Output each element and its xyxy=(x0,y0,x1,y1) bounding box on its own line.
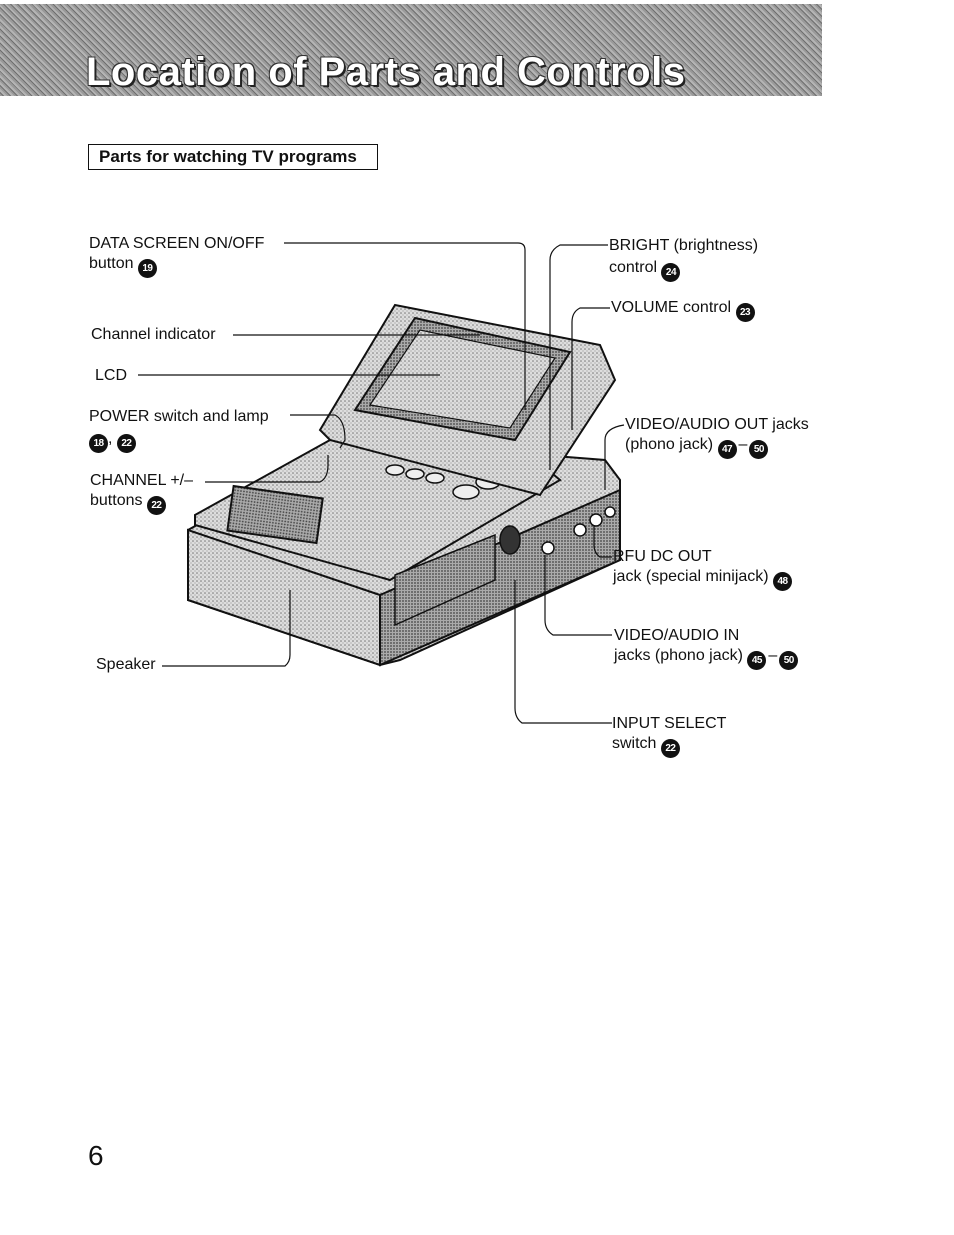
ref-separator: , xyxy=(108,430,113,447)
power-label: POWER switch and lamp 18, 22 xyxy=(89,407,269,453)
ref-badge: 22 xyxy=(660,739,680,758)
va-out-line2: (phono jack) xyxy=(625,436,714,453)
data-screen-line1: DATA SCREEN ON/OFF xyxy=(89,235,265,252)
channel-indicator-label: Channel indicator xyxy=(91,326,216,343)
ref-badge: 48 xyxy=(773,572,793,591)
va-out-line1: VIDEO/AUDIO OUT jacks xyxy=(625,416,809,433)
channel-buttons-line2: buttons xyxy=(90,492,143,509)
va-out-label: VIDEO/AUDIO OUT jacks (phono jack) 47–50 xyxy=(625,415,809,459)
rfu-label: RFU DC OUT jack (special minijack) 48 xyxy=(613,547,793,591)
lcd-lid xyxy=(318,303,617,497)
ref-badge: 18 xyxy=(89,434,108,453)
data-screen-label: DATA SCREEN ON/OFF button 19 xyxy=(89,234,264,278)
bright-line2: control xyxy=(609,259,658,276)
page-number: 6 xyxy=(88,1140,104,1171)
ref-badge: 50 xyxy=(779,651,799,670)
data-screen-line2: button xyxy=(89,255,134,272)
rfu-line2: jack (special minijack) xyxy=(613,568,769,585)
ref-badge: 24 xyxy=(661,263,681,282)
device-body xyxy=(187,438,621,667)
ref-badge: 50 xyxy=(749,440,769,459)
bright-label: BRIGHT (brightness) control 24 xyxy=(609,236,758,282)
input-select-line2: switch xyxy=(612,735,657,752)
va-in-line2: jacks (phono jack) xyxy=(614,647,743,664)
leader-lines xyxy=(138,242,625,724)
input-select-line1: INPUT SELECT xyxy=(612,715,727,732)
volume-line1: VOLUME control xyxy=(611,299,732,316)
lcd-label: LCD xyxy=(95,367,128,384)
section-title: Parts for watching TV programs xyxy=(88,144,378,170)
channel-buttons-line1: CHANNEL +/– xyxy=(90,472,193,489)
ref-badge: 19 xyxy=(137,259,157,278)
speaker-label: Speaker xyxy=(96,656,156,673)
va-in-line1: VIDEO/AUDIO IN xyxy=(614,627,740,644)
ref-badge: 47 xyxy=(717,440,737,459)
channel-buttons-label: CHANNEL +/– buttons 22 xyxy=(90,471,193,515)
bright-line1: BRIGHT (brightness) xyxy=(609,237,759,254)
ref-badge: 22 xyxy=(146,496,166,515)
input-select-label: INPUT SELECT switch 22 xyxy=(612,714,726,758)
speaker-grille xyxy=(394,533,496,627)
rfu-line1: RFU DC OUT xyxy=(613,548,712,565)
ref-badge: 22 xyxy=(116,434,136,453)
side-jacks xyxy=(541,506,616,555)
ref-badge: 45 xyxy=(747,651,767,670)
va-in-label: VIDEO/AUDIO IN jacks (phono jack) 45–50 xyxy=(614,626,799,670)
ref-badge: 23 xyxy=(735,303,755,322)
power-line1: POWER switch and lamp xyxy=(89,408,269,425)
page-title: Location of Parts and Controls xyxy=(86,50,686,94)
title-banner: Location of Parts and Controls xyxy=(0,4,822,96)
volume-label: VOLUME control 23 xyxy=(611,298,755,322)
